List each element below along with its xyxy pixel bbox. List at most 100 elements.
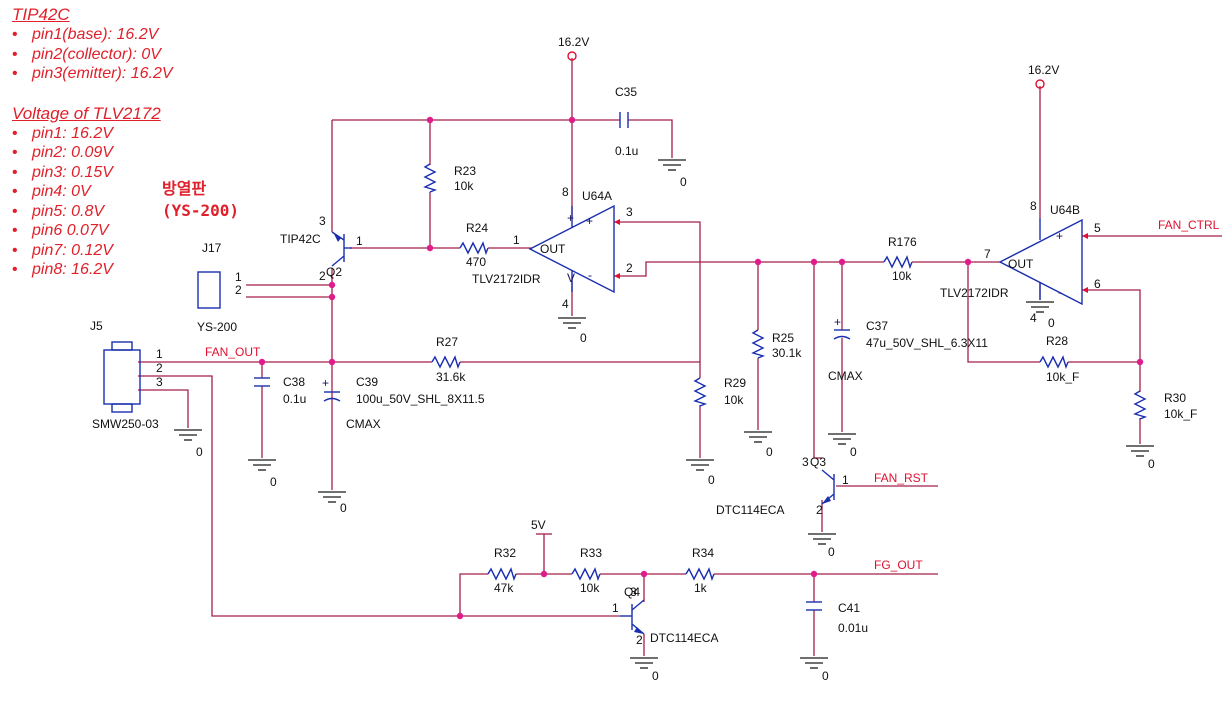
list-item: pin1: 16.2V	[12, 124, 173, 144]
resistor-r27: R27 31.6k	[431, 335, 466, 384]
svg-text:C38: C38	[283, 375, 305, 389]
svg-text:7: 7	[984, 247, 991, 261]
svg-text:0: 0	[580, 331, 587, 345]
svg-text:J5: J5	[90, 319, 103, 333]
svg-text:-: -	[1058, 285, 1062, 299]
junctions	[258, 116, 1144, 620]
heatsink-korean: 방열판	[162, 179, 207, 198]
svg-text:+: +	[322, 376, 329, 390]
list-item: pin3(emitter): 16.2V	[12, 64, 173, 84]
svg-text:1: 1	[156, 347, 163, 361]
svg-text:6: 6	[1094, 277, 1101, 291]
resistor-r30: R30 10k_F	[1134, 390, 1197, 421]
list-item: pin2(collector): 0V	[12, 45, 173, 65]
wires	[138, 58, 1222, 656]
list-item: pin8: 16.2V	[12, 260, 173, 280]
svg-text:3: 3	[630, 585, 637, 599]
power-16v2-a: 16.2V	[558, 35, 589, 61]
list-item: pin1(base): 16.2V	[12, 25, 173, 45]
svg-text:R176: R176	[888, 235, 917, 249]
voltage-notes: TIP42C pin1(base): 16.2V pin2(collector)…	[12, 4, 173, 280]
transistor-q3: Q3 DTC114ECA 3 1 2	[716, 455, 849, 517]
svg-text:R24: R24	[466, 221, 488, 235]
svg-text:R28: R28	[1046, 334, 1068, 348]
svg-text:2: 2	[816, 503, 823, 517]
resistor-r29: R29 10k	[694, 376, 746, 407]
svg-text:0.1u: 0.1u	[283, 392, 306, 406]
resistor-r28: R28 10k_F	[1039, 334, 1079, 384]
svg-text:+: +	[567, 211, 574, 225]
capacitor-c38: C38 0.1u	[254, 375, 306, 406]
svg-text:0: 0	[270, 475, 277, 489]
svg-text:0: 0	[652, 669, 659, 683]
svg-text:0: 0	[1148, 457, 1155, 471]
resistor-r34: R34 1k	[685, 546, 715, 595]
svg-text:C39: C39	[356, 375, 378, 389]
list-item: pin5: 0.8V	[12, 202, 173, 222]
svg-text:+: +	[586, 214, 593, 228]
svg-text:Q3: Q3	[810, 455, 826, 469]
svg-text:5: 5	[1094, 221, 1101, 235]
svg-text:0: 0	[822, 669, 829, 683]
list-item: pin4: 0V	[12, 182, 173, 202]
transistor-q2: TIP42C 3 1 2 Q2	[280, 214, 363, 283]
svg-text:8: 8	[562, 185, 569, 199]
svg-text:C41: C41	[838, 601, 860, 615]
svg-text:U64B: U64B	[1050, 203, 1080, 217]
svg-text:R33: R33	[580, 546, 602, 560]
svg-text:0: 0	[708, 473, 715, 487]
svg-text:SMW250-03: SMW250-03	[92, 417, 159, 431]
svg-text:Q2: Q2	[326, 265, 342, 279]
svg-text:2: 2	[235, 283, 242, 297]
svg-text:R23: R23	[454, 164, 476, 178]
list-item: pin2: 0.09V	[12, 143, 173, 163]
svg-text:R27: R27	[436, 335, 458, 349]
resistor-r24: R24 470	[459, 221, 489, 269]
net-fan-out: FAN_OUT	[205, 345, 261, 359]
svg-text:R30: R30	[1164, 391, 1186, 405]
svg-text:10k: 10k	[892, 269, 912, 283]
ground-symbols: 0 0 0 0 0 0 0 0 0 0 0 0 0	[173, 159, 1155, 683]
svg-text:3: 3	[319, 214, 326, 228]
svg-text:-: -	[588, 268, 592, 282]
svg-text:Q4: Q4	[624, 585, 640, 599]
svg-text:CMAX: CMAX	[346, 417, 381, 431]
power-5v: 5V	[531, 518, 552, 535]
svg-text:R34: R34	[692, 546, 714, 560]
svg-text:0: 0	[340, 501, 347, 515]
svg-text:DTC114ECA: DTC114ECA	[716, 503, 784, 517]
svg-text:TLV2172IDR: TLV2172IDR	[472, 272, 541, 286]
net-fan-rst: FAN_RST	[874, 471, 929, 485]
svg-text:2: 2	[626, 261, 633, 275]
tlv2172-list: pin1: 16.2V pin2: 0.09V pin3: 0.15V pin4…	[12, 124, 173, 280]
svg-text:CMAX: CMAX	[828, 369, 863, 383]
svg-text:TIP42C: TIP42C	[280, 232, 321, 246]
power-label: 5V	[531, 518, 546, 532]
net-fg-out: FG_OUT	[874, 558, 923, 572]
net-labels: FAN_OUT FAN_CTRL FAN_RST FG_OUT	[205, 218, 1220, 572]
svg-text:R29: R29	[724, 376, 746, 390]
power-label: 16.2V	[558, 35, 589, 49]
svg-text:R25: R25	[772, 331, 794, 345]
svg-text:1k: 1k	[694, 581, 708, 595]
svg-text:+: +	[1056, 229, 1063, 243]
tip42c-title: TIP42C	[12, 5, 70, 24]
svg-text:0: 0	[828, 545, 835, 559]
svg-text:4: 4	[562, 297, 569, 311]
tlv2172-title: Voltage of TLV2172	[12, 103, 161, 123]
svg-text:V: V	[567, 271, 575, 285]
svg-text:47u_50V_SHL_6.3X11: 47u_50V_SHL_6.3X11	[866, 336, 988, 350]
svg-text:4: 4	[1030, 311, 1037, 325]
svg-text:470: 470	[466, 255, 486, 269]
opamp-u64b: + - OUT U64B TLV2172IDR 8 5 7 6 4	[940, 199, 1101, 325]
connector-j17: J17 YS-200 1 2	[197, 241, 242, 334]
svg-text:31.6k: 31.6k	[436, 370, 466, 384]
svg-text:C35: C35	[615, 85, 637, 99]
svg-text:3: 3	[156, 375, 163, 389]
svg-text:3: 3	[802, 455, 809, 469]
list-item: pin7: 0.12V	[12, 241, 173, 261]
capacitor-c35: C35 0.1u	[615, 85, 638, 158]
svg-text:+: +	[834, 315, 841, 329]
svg-text:100u_50V_SHL_8X11.5: 100u_50V_SHL_8X11.5	[356, 392, 485, 406]
